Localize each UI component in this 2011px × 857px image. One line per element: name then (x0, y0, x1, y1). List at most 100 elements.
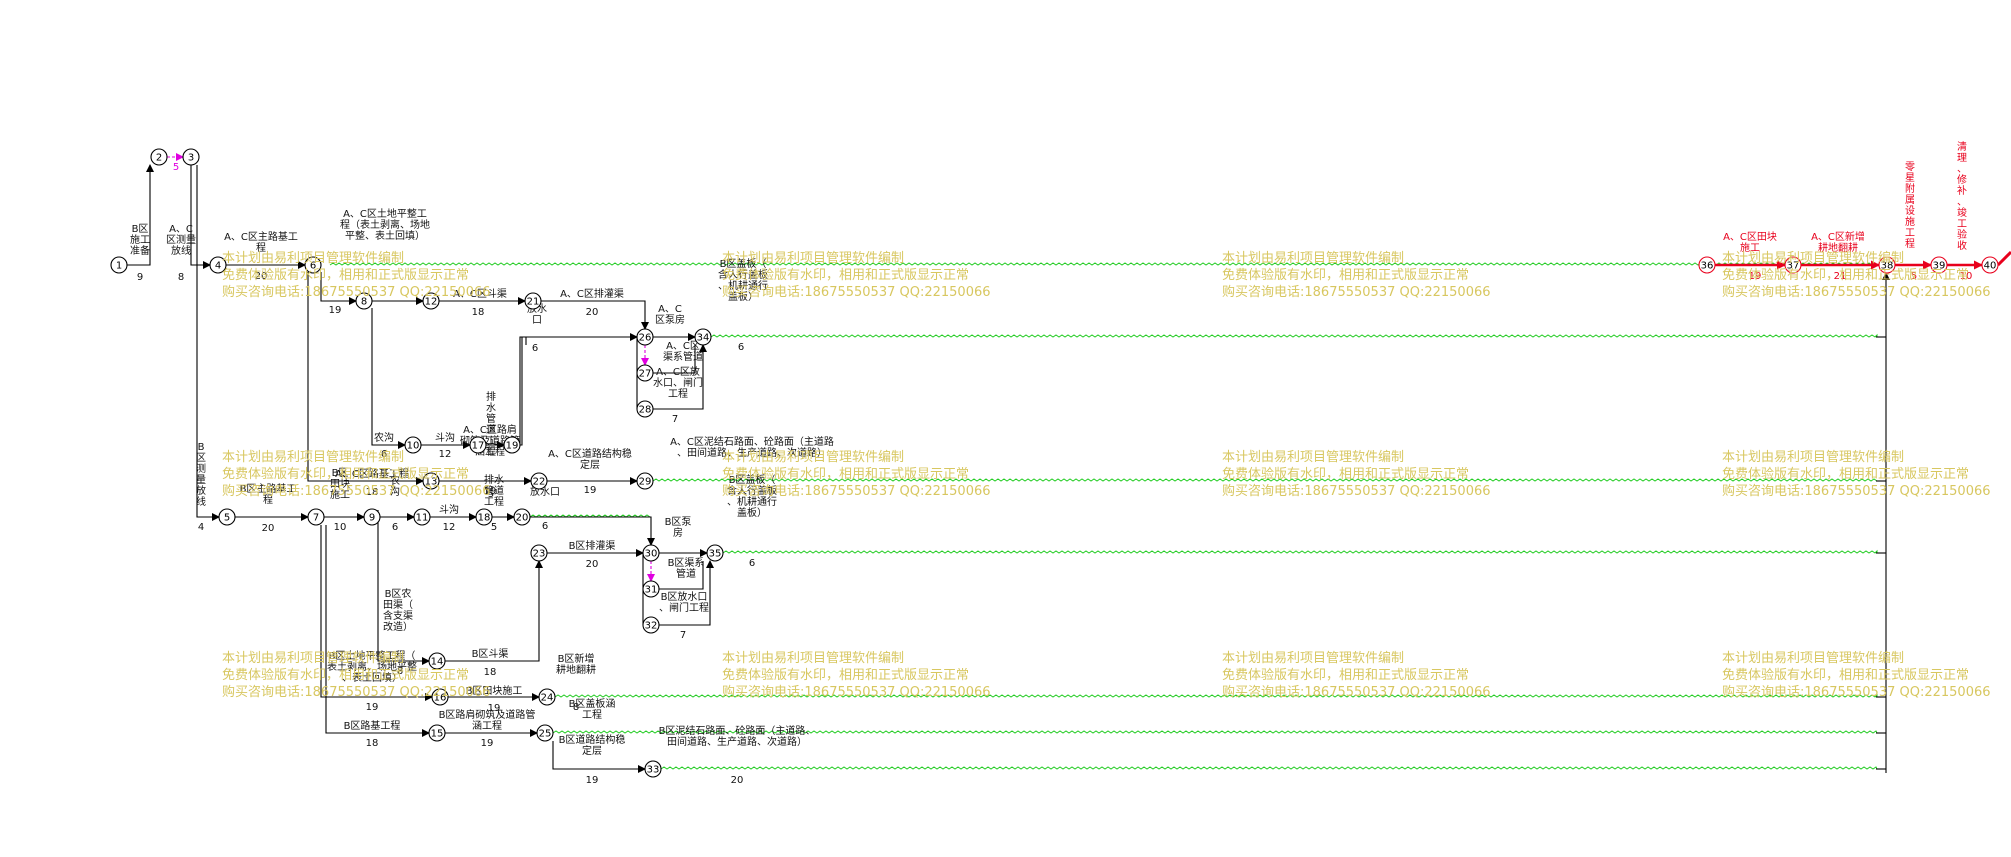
event-node-12[interactable]: 12 (422, 292, 440, 310)
event-node-number: 25 (539, 729, 552, 740)
event-node-33[interactable]: 33 (644, 760, 662, 778)
activity-duration: 19 (584, 485, 597, 496)
event-node-circle[interactable] (428, 724, 446, 742)
event-node-circle[interactable] (636, 364, 654, 382)
event-node-10[interactable]: 10 (404, 436, 422, 454)
event-node-18[interactable]: 18 (475, 508, 493, 526)
event-node-circle[interactable] (1981, 256, 1999, 274)
activity-name-char: 属 (1905, 194, 1915, 206)
event-node-circle[interactable] (209, 256, 227, 274)
event-node-circle[interactable] (413, 508, 431, 526)
event-node-16[interactable]: 16 (431, 688, 449, 706)
event-node-circle[interactable] (694, 328, 712, 346)
event-node-circle[interactable] (1878, 256, 1896, 274)
event-node-circle[interactable] (642, 580, 660, 598)
event-node-circle[interactable] (536, 724, 554, 742)
arrow-32-35 (659, 560, 714, 626)
event-node-25[interactable]: 25 (536, 724, 554, 742)
event-node-19[interactable]: 19 (503, 436, 521, 454)
event-node-31[interactable]: 31 (642, 580, 660, 598)
activity-name-line: 渠系管道 (663, 350, 703, 363)
event-node-6[interactable]: 6 (304, 256, 322, 274)
arrow-31-35 (659, 561, 704, 590)
event-node-34[interactable]: 34 (694, 328, 712, 346)
event-node-29[interactable]: 29 (636, 472, 654, 490)
event-node-circle[interactable] (1784, 256, 1802, 274)
activity-duration: 12 (443, 522, 456, 533)
event-node-26[interactable]: 26 (636, 328, 654, 346)
activity-name-char: 修 (1957, 173, 1967, 186)
event-node-17[interactable]: 17 (469, 436, 487, 454)
activity-name-char: 线 (196, 495, 206, 508)
event-node-27[interactable]: 27 (636, 364, 654, 382)
event-node-circle[interactable] (530, 472, 548, 490)
event-node-circle[interactable] (363, 508, 381, 526)
event-node-circle[interactable] (182, 148, 200, 166)
event-node-circle[interactable] (636, 472, 654, 490)
event-node-circle[interactable] (530, 544, 548, 562)
event-node-13[interactable]: 13 (422, 472, 440, 490)
event-node-circle[interactable] (538, 688, 556, 706)
event-node-20[interactable]: 20 (513, 508, 531, 526)
event-node-9[interactable]: 9 (363, 508, 381, 526)
event-node-35[interactable]: 35 (706, 544, 724, 562)
event-node-circle[interactable] (636, 328, 654, 346)
event-node-circle[interactable] (642, 544, 660, 562)
event-node-circle[interactable] (644, 760, 662, 778)
activity-name-line: A、C区新增 (1811, 230, 1865, 243)
event-node-2[interactable]: 2 (150, 148, 168, 166)
event-node-39[interactable]: 39 (1930, 256, 1948, 274)
event-node-30[interactable]: 30 (642, 544, 660, 562)
event-node-4[interactable]: 4 (209, 256, 227, 274)
event-node-28[interactable]: 28 (636, 400, 654, 418)
event-node-circle[interactable] (524, 292, 542, 310)
event-node-21[interactable]: 21 (524, 292, 542, 310)
event-node-circle[interactable] (110, 256, 128, 274)
event-node-circle[interactable] (503, 436, 521, 454)
event-node-8[interactable]: 8 (355, 292, 373, 310)
event-node-circle[interactable] (304, 256, 322, 274)
event-node-circle[interactable] (1698, 256, 1716, 274)
activity-name-line: B区主路基工 (240, 482, 297, 495)
event-node-11[interactable]: 11 (413, 508, 431, 526)
event-node-circle[interactable] (404, 436, 422, 454)
event-node-circle[interactable] (1930, 256, 1948, 274)
event-node-circle[interactable] (307, 508, 325, 526)
event-node-22[interactable]: 22 (530, 472, 548, 490)
event-node-circle[interactable] (150, 148, 168, 166)
event-node-14[interactable]: 14 (428, 652, 446, 670)
event-node-circle[interactable] (469, 436, 487, 454)
event-node-number: 23 (533, 549, 546, 560)
event-node-1[interactable]: 1 (110, 256, 128, 274)
event-node-40[interactable]: 40 (1981, 256, 1999, 274)
event-node-37[interactable]: 37 (1784, 256, 1802, 274)
activity-a14: A、C区泥结石路面、砼路面（主道路、田间道路、生产道路、次道路） (670, 435, 834, 459)
event-node-3[interactable]: 3 (182, 148, 200, 166)
event-node-15[interactable]: 15 (428, 724, 446, 742)
event-node-24[interactable]: 24 (538, 688, 556, 706)
event-node-circle[interactable] (428, 652, 446, 670)
activity-duration: 6 (738, 342, 744, 353)
event-node-7[interactable]: 7 (307, 508, 325, 526)
event-node-38[interactable]: 38 (1878, 256, 1896, 274)
event-node-circle[interactable] (706, 544, 724, 562)
event-node-36[interactable]: 36 (1698, 256, 1716, 274)
event-node-5[interactable]: 5 (218, 508, 236, 526)
event-node-circle[interactable] (422, 472, 440, 490)
event-node-circle[interactable] (355, 292, 373, 310)
event-node-circle[interactable] (475, 508, 493, 526)
activity-name-line: B区 (132, 223, 149, 235)
activity-name-line: A、C区田块 (1723, 231, 1777, 243)
event-node-circle[interactable] (636, 400, 654, 418)
event-node-32[interactable]: 32 (642, 616, 660, 634)
activity-name-line: B区 (332, 467, 349, 479)
event-node-circle[interactable] (218, 508, 236, 526)
activity-duration: 20 (255, 271, 268, 282)
event-node-circle[interactable] (642, 616, 660, 634)
event-node-circle[interactable] (422, 292, 440, 310)
event-node-23[interactable]: 23 (530, 544, 548, 562)
event-node-circle[interactable] (431, 688, 449, 706)
event-node-circle[interactable] (513, 508, 531, 526)
